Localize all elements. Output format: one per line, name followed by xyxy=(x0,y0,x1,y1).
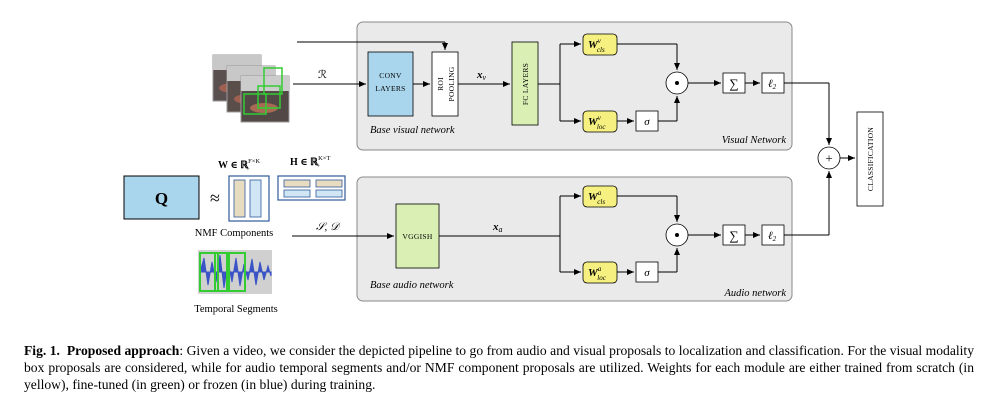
svg-text:σ: σ xyxy=(644,116,650,128)
q-matrix xyxy=(123,175,200,220)
classification-label: CLASSIFICATION xyxy=(866,127,875,191)
roi-label: ROI xyxy=(436,77,445,91)
temporal-segments-image xyxy=(198,250,272,294)
caption-title: Proposed approach xyxy=(66,343,180,358)
svg-text:ℓ2: ℓ2 xyxy=(768,78,777,91)
audio-network-panel xyxy=(356,176,793,302)
pooling-label: POOLING xyxy=(447,66,456,101)
fc-layers-block xyxy=(511,41,539,126)
nmf-components-label: NMF Components xyxy=(195,228,273,239)
xv-label: xv xyxy=(476,69,487,82)
w-matrix-label: W ∈ ℝF×K+ xyxy=(218,158,260,173)
svg-text:∑: ∑ xyxy=(729,228,738,243)
h-matrix xyxy=(277,175,346,201)
caption-fig-number: Fig. 1 xyxy=(24,343,57,358)
temporal-segments-label: Temporal Segments xyxy=(194,304,278,315)
video-frames-image xyxy=(212,54,290,123)
base-visual-label: Base visual network xyxy=(370,125,455,136)
svg-text:∑: ∑ xyxy=(729,76,738,91)
caption-text: : Given a video, we consider the depicte… xyxy=(24,343,975,392)
svg-text:Q: Q xyxy=(155,189,168,208)
svg-text:σ: σ xyxy=(644,267,650,279)
svg-text:ℓ2: ℓ2 xyxy=(768,230,777,243)
h-matrix-label: H ∈ ℝK×T+ xyxy=(290,155,330,170)
vggish-label: VGGISH xyxy=(402,232,432,241)
visual-network-panel xyxy=(356,21,793,151)
conv-layers-block xyxy=(367,51,414,117)
r-label: ℛ xyxy=(318,69,327,81)
w-matrix xyxy=(228,175,270,222)
figure-caption: Fig. 1. Proposed approach: Given a video… xyxy=(24,343,975,392)
vggish-block xyxy=(395,203,440,269)
layers-label: LAYERS xyxy=(375,84,405,93)
classification-block xyxy=(856,111,884,207)
base-audio-label: Base audio network xyxy=(370,280,454,291)
fc-layers-label: FC LAYERS xyxy=(521,63,530,105)
audio-network-label: Audio network xyxy=(723,288,786,299)
conv-label: CONV xyxy=(379,71,402,80)
svg-text:+: + xyxy=(825,151,832,166)
xa-label: xa xyxy=(492,221,503,234)
sd-label: 𝒮, 𝒟 xyxy=(316,221,341,233)
visual-network-label: Visual Network xyxy=(722,135,787,146)
pipeline-diagram: ℛ CONV LAYERS ROI POOLING xv FC LAYERS W… xyxy=(123,21,884,315)
approx-symbol: ≈ xyxy=(210,188,220,208)
